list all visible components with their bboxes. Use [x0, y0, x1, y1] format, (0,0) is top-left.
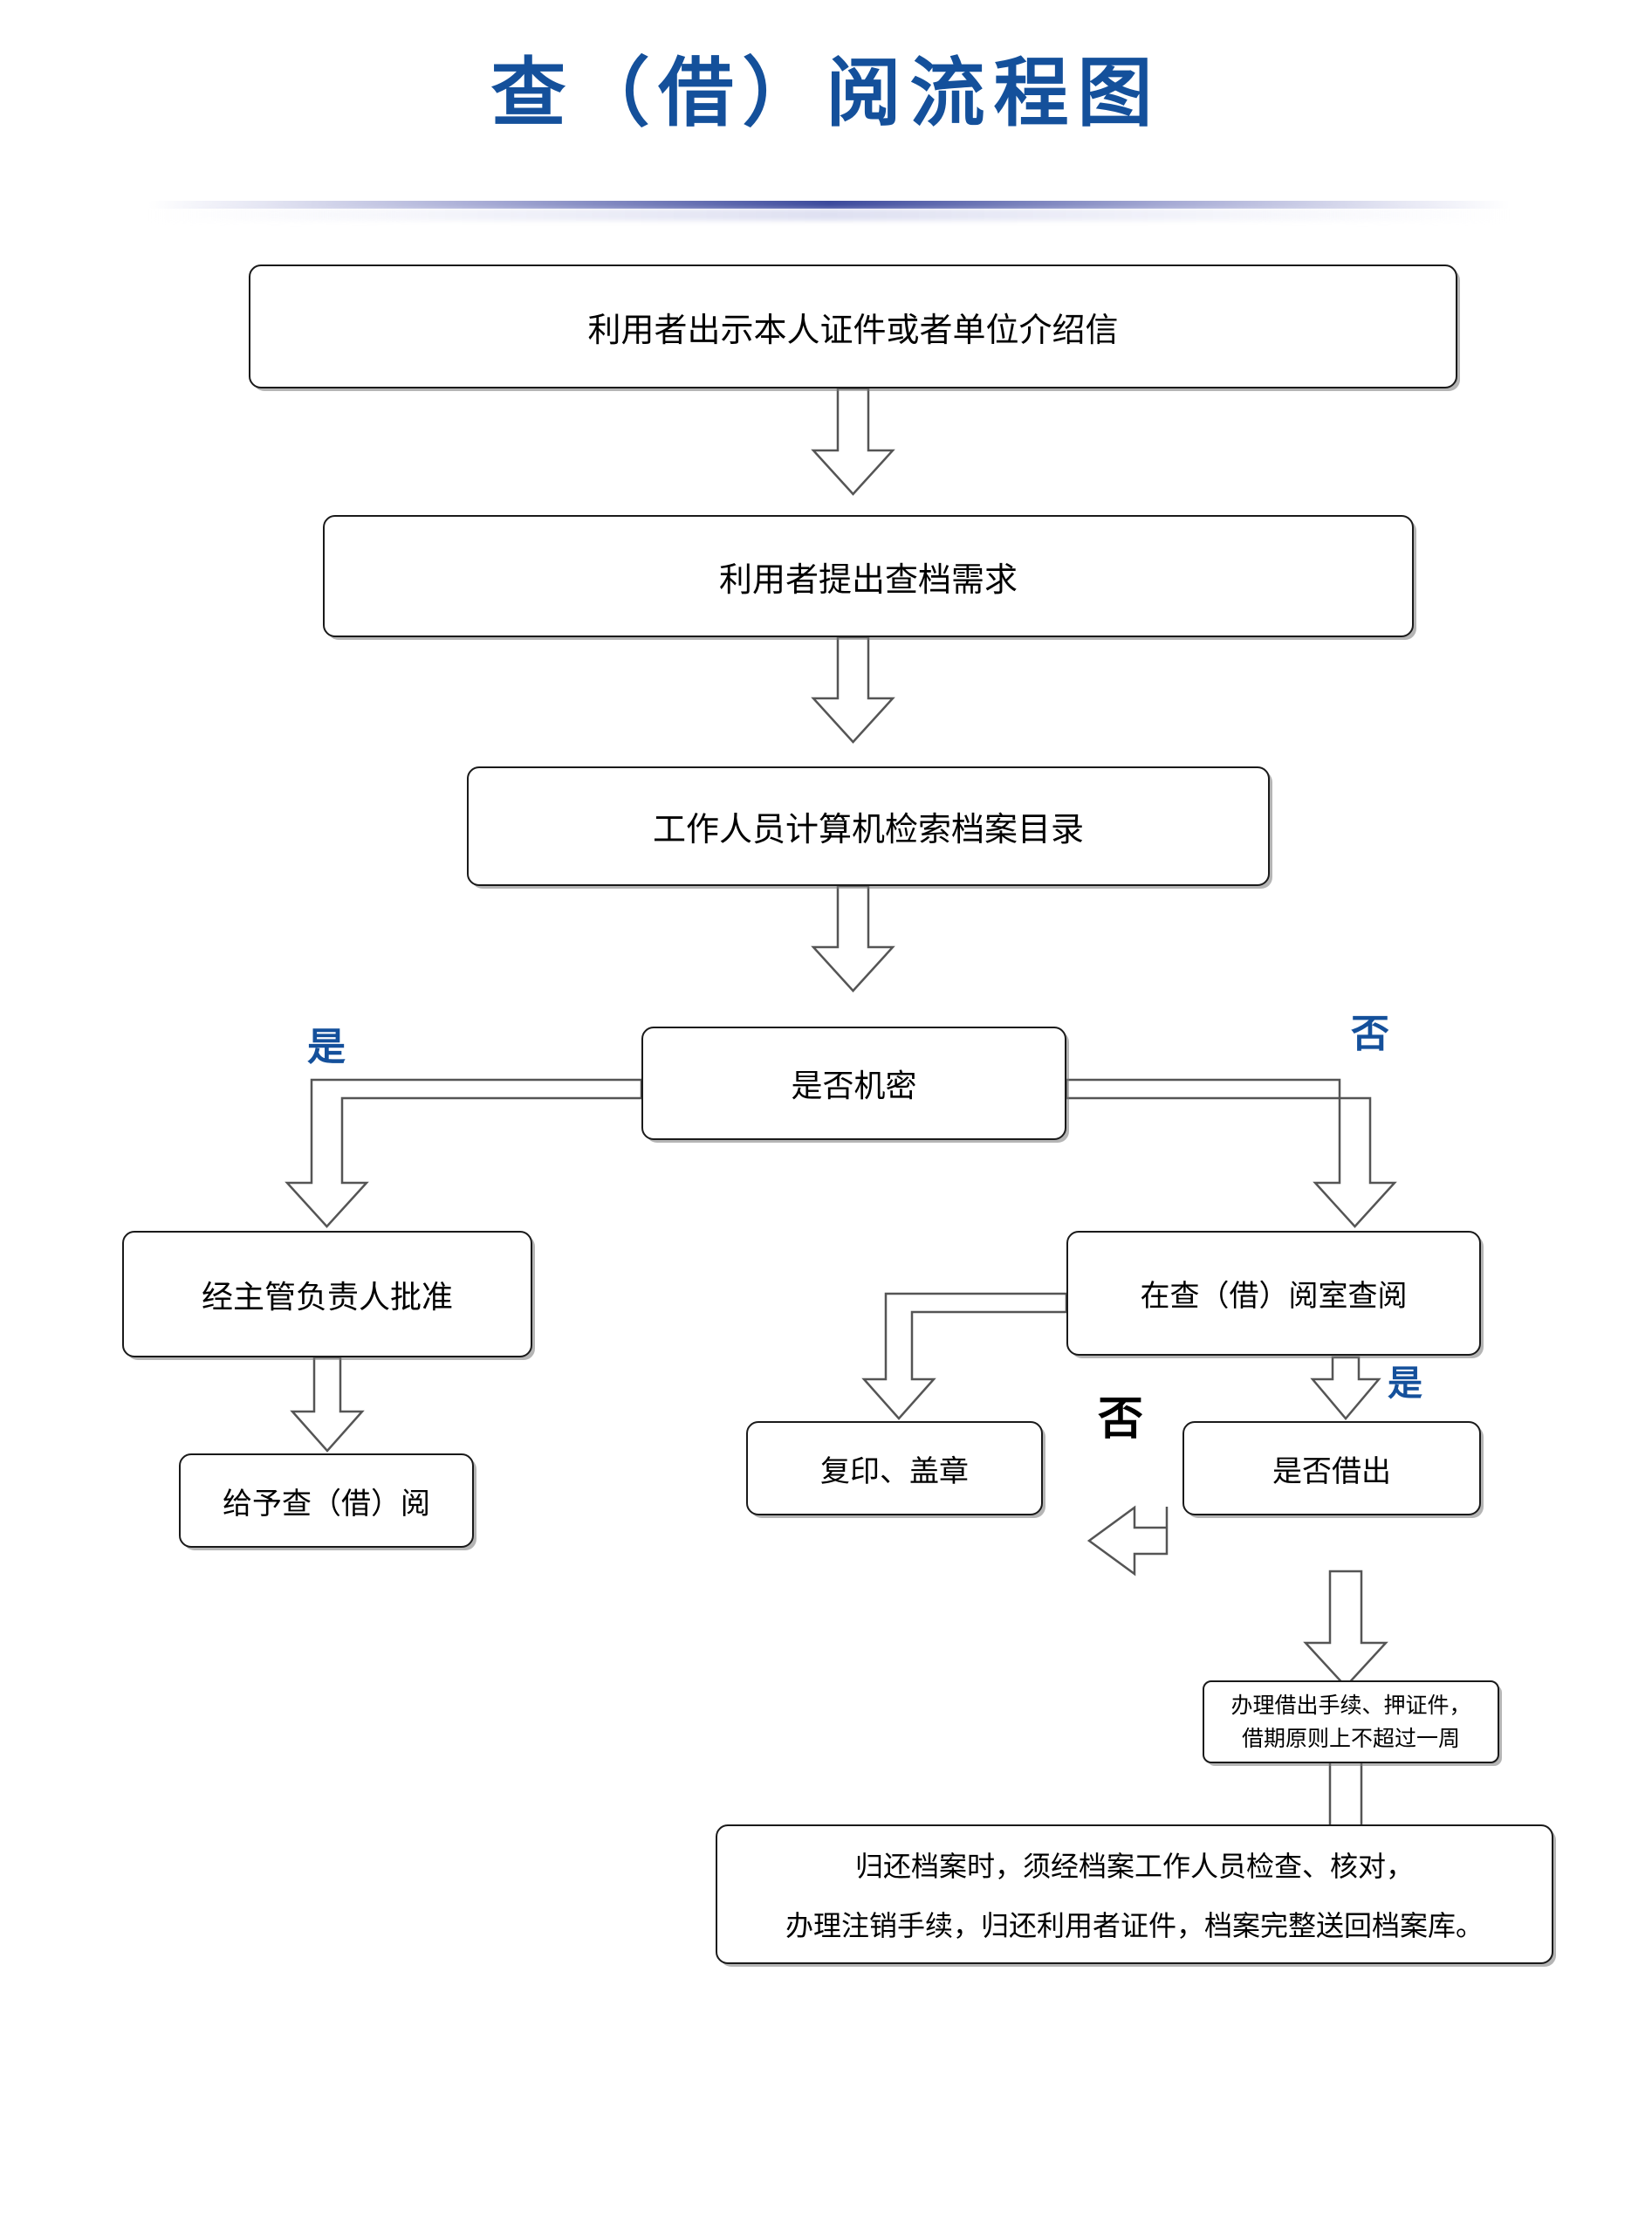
node-approval[interactable]: 经主管负责人批准: [122, 1231, 532, 1357]
node-borrow-formalities-line1: 办理借出手续、押证件，: [1230, 1693, 1471, 1718]
node-request-label: 利用者提出查档需求: [718, 560, 1018, 599]
arrow-n3-to-n4: [811, 884, 895, 993]
node-reading-room[interactable]: 在查（借）阅室查阅: [1066, 1231, 1481, 1356]
node-is-borrowed-label: 是否借出: [1272, 1453, 1391, 1489]
branch-label-borrow-no: 否: [1098, 1393, 1144, 1446]
arrow-n9-to-n8: [1086, 1505, 1169, 1577]
arrow-n7-to-n9: [1310, 1356, 1381, 1420]
node-copy-stamp[interactable]: 复印、盖章: [746, 1421, 1043, 1515]
branch-label-reading-room-yes: 是: [1388, 1364, 1422, 1404]
node-return-archive-line2: 办理注销手续，归还利用者证件，档案完整送回档案库。: [785, 1909, 1484, 1942]
node-is-confidential[interactable]: 是否机密: [641, 1027, 1066, 1140]
branch-label-confidential-no: 否: [1351, 1012, 1389, 1056]
node-grant-access[interactable]: 给予查（借）阅: [179, 1453, 474, 1548]
arrow-n7-to-n8: [861, 1292, 1068, 1420]
node-approval-label: 经主管负责人批准: [201, 1279, 453, 1316]
node-return-archive-line1: 归还档案时，须经档案工作人员检查、核对，: [854, 1850, 1414, 1883]
node-show-credentials-label: 利用者出示本人证件或者单位介绍信: [587, 310, 1119, 349]
node-search-catalog-label: 工作人员计算机检索档案目录: [652, 810, 1084, 848]
title-divider-glow: [148, 209, 1510, 221]
arrow-n2-to-n3: [811, 635, 895, 744]
title-divider: [148, 201, 1510, 209]
arrow-n5-to-n6: [290, 1356, 365, 1453]
node-show-credentials[interactable]: 利用者出示本人证件或者单位介绍信: [249, 264, 1457, 388]
node-is-borrowed[interactable]: 是否借出: [1182, 1421, 1481, 1515]
node-request[interactable]: 利用者提出查档需求: [323, 515, 1414, 637]
arrow-n9-to-n10: [1303, 1570, 1388, 1688]
node-return-archive[interactable]: 归还档案时，须经档案工作人员检查、核对， 办理注销手续，归还利用者证件，档案完整…: [716, 1824, 1553, 1964]
node-copy-stamp-label: 复印、盖章: [820, 1453, 969, 1489]
branch-label-confidential-yes: 是: [307, 1025, 346, 1069]
node-search-catalog[interactable]: 工作人员计算机检索档案目录: [467, 766, 1270, 886]
page-title: 查（借）阅流程图: [490, 50, 1162, 137]
node-borrow-formalities-line2: 借期原则上不超过一周: [1241, 1725, 1460, 1751]
node-is-confidential-label: 是否机密: [791, 1068, 917, 1104]
arrow-n4-no-to-n7: [1065, 1078, 1397, 1228]
node-borrow-formalities[interactable]: 办理借出手续、押证件， 借期原则上不超过一周: [1203, 1680, 1499, 1763]
node-grant-access-label: 给予查（借）阅: [223, 1486, 430, 1522]
arrow-n4-yes-to-n5: [284, 1078, 643, 1228]
arrow-n1-to-n2: [811, 387, 895, 496]
node-reading-room-label: 在查（借）阅室查阅: [1140, 1279, 1408, 1314]
